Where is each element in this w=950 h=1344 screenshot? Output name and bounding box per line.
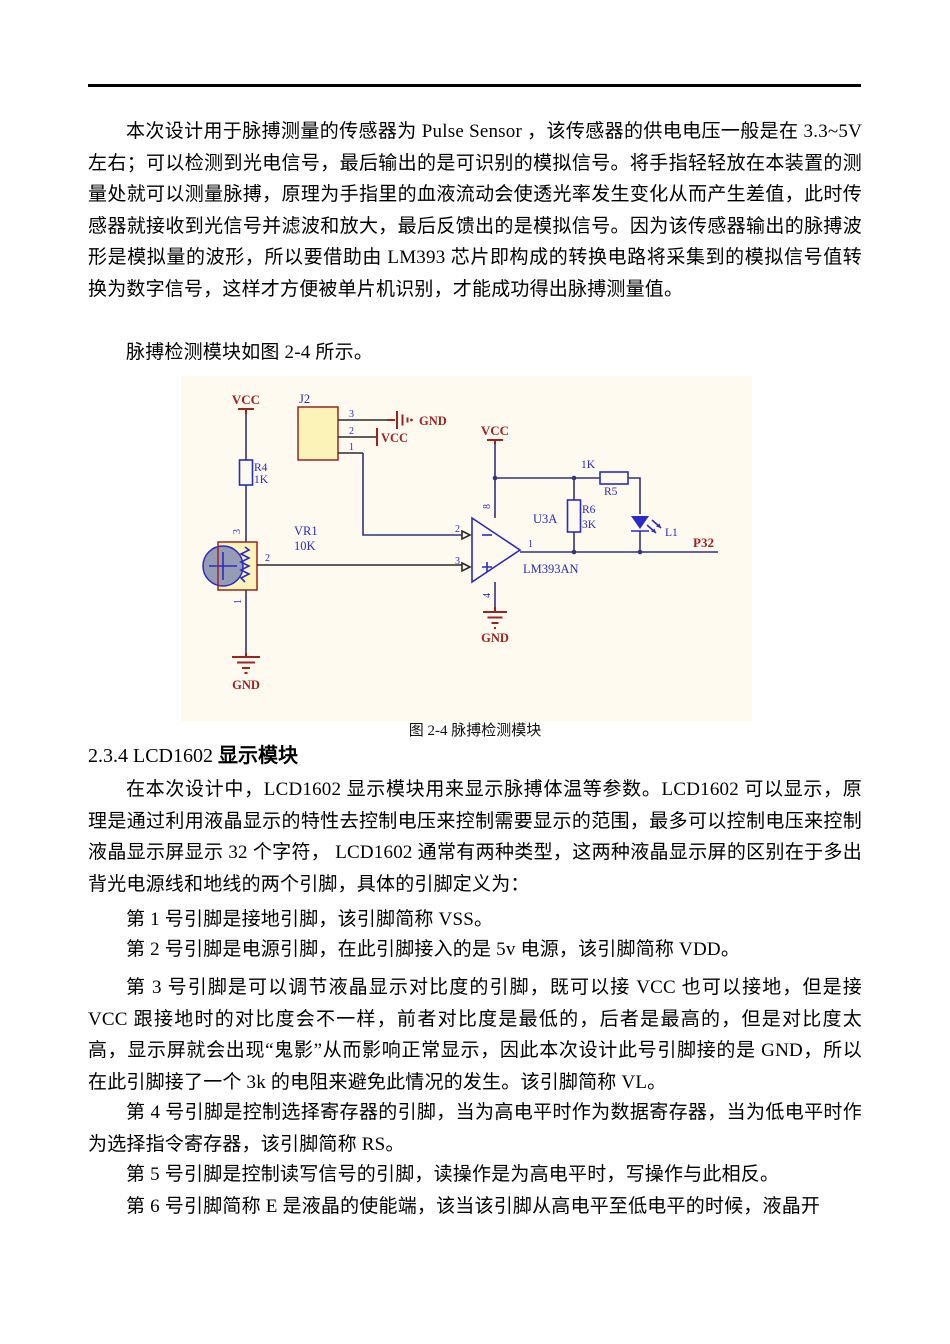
schematic-svg: VCC R4 1K 3 VR1 10K 2 1 GND J2 [202, 392, 718, 692]
gnd-label-mid: GND [481, 631, 509, 645]
p32-net-label: P32 [693, 535, 714, 550]
vcc-label-mid: VCC [481, 423, 509, 438]
paragraph-sensor-intro: 本次设计用于脉搏测量的传感器为 Pulse Sensor ，该传感器的供电电压一… [88, 121, 862, 300]
paragraph-pin3: 第 3 号引脚是可以调节液晶显示对比度的引脚，既可以接 VCC 也可以接地，但是… [88, 977, 862, 1093]
vr1-ref-label: VR1 [294, 524, 318, 538]
ground-dot-j2 [410, 418, 413, 422]
comp-pin8-number: 8 [482, 504, 493, 509]
vr1-value-label: 10K [294, 539, 316, 553]
comparator-u3a [471, 516, 522, 584]
wire [628, 477, 641, 514]
header-rule [88, 84, 861, 87]
sensor-resistive-element [239, 546, 251, 583]
r4-value-label: 1K [254, 474, 269, 486]
comp-pin2-number: 2 [455, 524, 460, 535]
gnd-label-left: GND [232, 678, 260, 692]
r5-value-label: 1K [581, 459, 596, 471]
wire-j2-to-minus [362, 453, 462, 536]
section-heading: 2.3.4 LCD1602 显示模块 [88, 741, 862, 771]
sensor-pin1-number: 1 [233, 599, 244, 604]
u3a-ref-label: U3A [533, 512, 557, 526]
ground-symbol-mid [483, 607, 507, 629]
sensor-cross-mark [209, 552, 237, 580]
resistor-r5 [599, 471, 629, 485]
j2-pin1-number: 1 [349, 442, 354, 453]
r4-ref-label: R4 [254, 462, 268, 474]
vcc-power-symbol-left [238, 408, 254, 414]
resistor-r6 [566, 499, 582, 533]
plus-input-mark [482, 562, 492, 572]
paragraph-lcd-intro: 在本次设计中，LCD1602 显示模块用来显示脉搏体温等参数。LCD1602 可… [88, 779, 862, 895]
sensor-pin3-number: 3 [232, 529, 243, 534]
junction-dot [637, 549, 643, 555]
j2-pin2-number: 2 [349, 426, 354, 437]
r6-value-label: 3K [582, 519, 597, 531]
paragraph-figure-ref: 脉搏检测模块如图 2-4 所示。 [126, 342, 374, 363]
plus-input-arrow [461, 561, 472, 573]
paragraph-pin4: 第 4 号引脚是控制选择寄存器的引脚，当为高电平时作为数据寄存器，当为低电平时作… [88, 1102, 862, 1155]
paragraph-pin5: 第 5 号引脚是控制读写信号的引脚，读操作是为高电平时，写操作与此相反。 [126, 1164, 780, 1185]
minus-input-arrow [461, 529, 472, 541]
figure-caption: 图 2-4 脉搏检测模块 [408, 723, 542, 739]
section-number: 2.3.4 LCD1602 [88, 745, 218, 767]
ground-symbol-left [232, 653, 260, 674]
comp-pin4-number: 4 [482, 593, 493, 598]
j2-gnd-label: GND [419, 414, 447, 428]
ground-symbol-j2 [387, 411, 409, 429]
r5-ref-label: R5 [604, 486, 618, 498]
j2-ref-label: J2 [299, 392, 310, 406]
j2-pin3-number: 3 [349, 409, 354, 420]
sensor-pin2-number: 2 [265, 553, 270, 564]
connector-j2 [297, 406, 339, 461]
resistor-r4 [238, 459, 254, 486]
pulse-sensor-outline [217, 541, 258, 591]
led-arrowheads [651, 523, 661, 533]
paragraph-pin2: 第 2 号引脚是电源引脚，在此引脚接入的是 5v 电源，该引脚简称 VDD。 [126, 939, 741, 960]
r6-ref-label: R6 [582, 504, 596, 516]
led-l1 [631, 516, 649, 529]
vcc-power-symbol-mid [487, 439, 503, 444]
l1-ref-label: L1 [665, 527, 678, 539]
vcc-label-left: VCC [232, 392, 260, 407]
paragraph-pin1: 第 1 号引脚是接地引脚，该引脚简称 VSS。 [126, 909, 494, 930]
section-title: 显示模块 [218, 745, 298, 767]
pulse-detect-schematic: VCC R4 1K 3 VR1 10K 2 1 GND J2 [181, 376, 752, 721]
j2-vcc-label: VCC [381, 431, 408, 445]
paragraph-pin6: 第 6 号引脚简称 E 是液晶的使能端，该当该引脚从高电平至低电平的时候，液晶开 [126, 1196, 821, 1217]
junction-dot [571, 549, 577, 555]
comp-pin3-number: 3 [455, 556, 460, 567]
lm393-part-label: LM393AN [523, 562, 579, 576]
comp-pin1-number: 1 [528, 539, 533, 550]
